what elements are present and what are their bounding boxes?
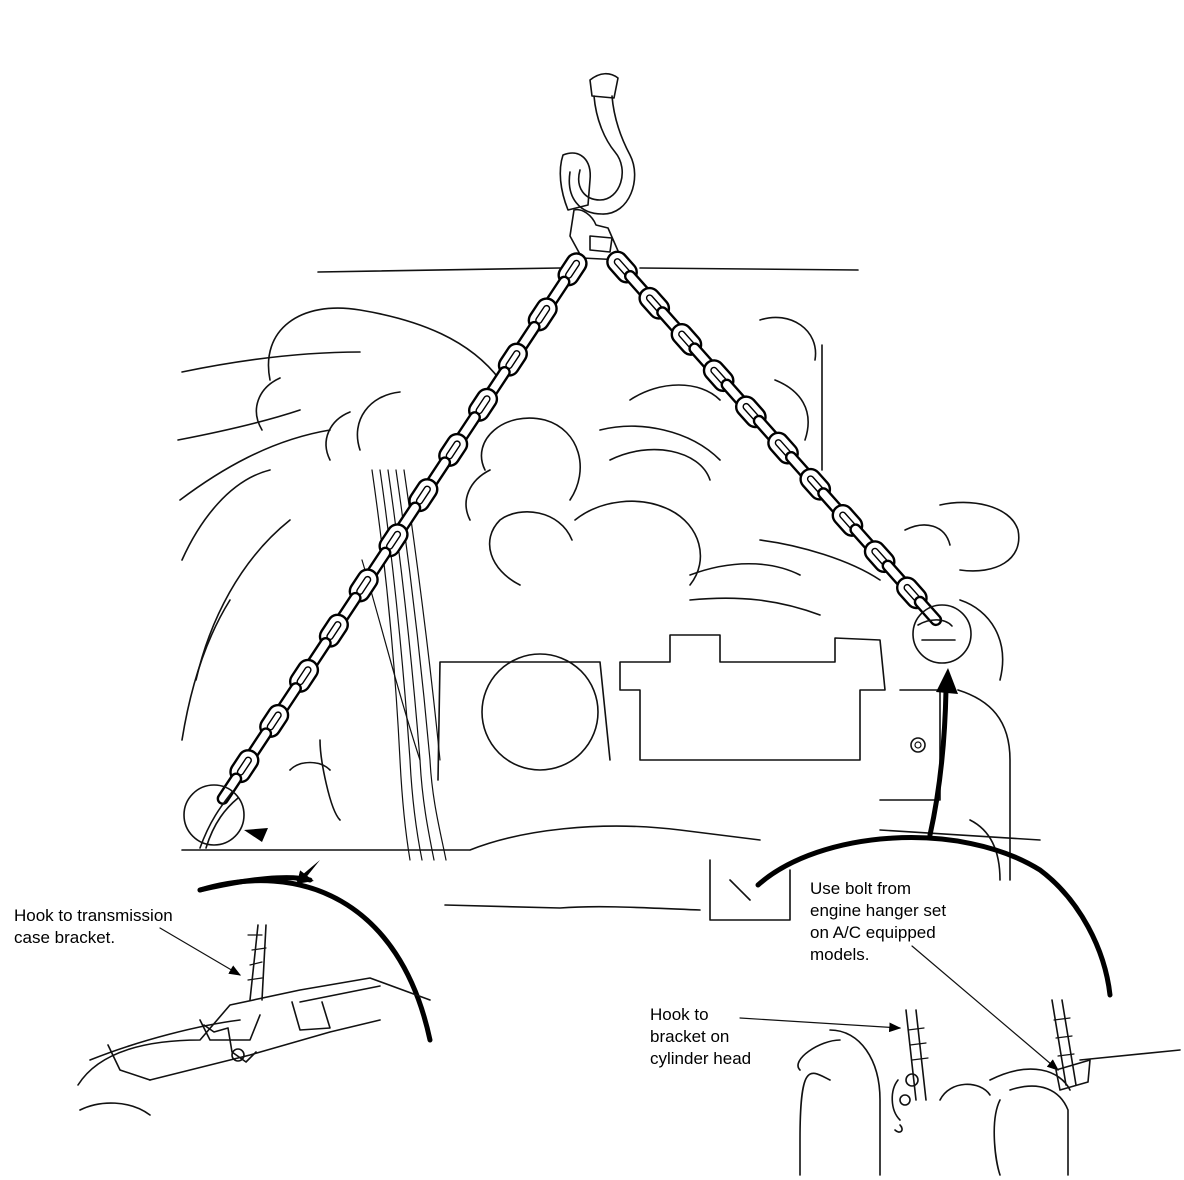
lifting-hook-icon bbox=[559, 72, 636, 261]
chain-icon bbox=[606, 250, 943, 627]
left-attachment-circle bbox=[183, 784, 245, 849]
right-attachment-circle bbox=[912, 604, 972, 664]
cylinder-head-inset bbox=[797, 1009, 991, 1176]
transmission-bracket-inset bbox=[77, 924, 431, 1116]
engine-hanger-bolt-label: Use bolt from engine hanger set on A/C e… bbox=[810, 879, 947, 964]
cylinder-head-bracket-label: Hook to bracket on cylinder head bbox=[650, 1005, 752, 1068]
transmission-bracket-label: Hook to transmission case bracket. bbox=[14, 906, 173, 947]
ac-bolt-inset bbox=[989, 999, 1181, 1176]
chain-link bbox=[913, 595, 943, 627]
leader-lines bbox=[159, 927, 1059, 1071]
callout-arrows bbox=[197, 668, 1113, 1043]
chain-icon bbox=[216, 252, 588, 805]
engine-outline bbox=[177, 267, 1041, 921]
